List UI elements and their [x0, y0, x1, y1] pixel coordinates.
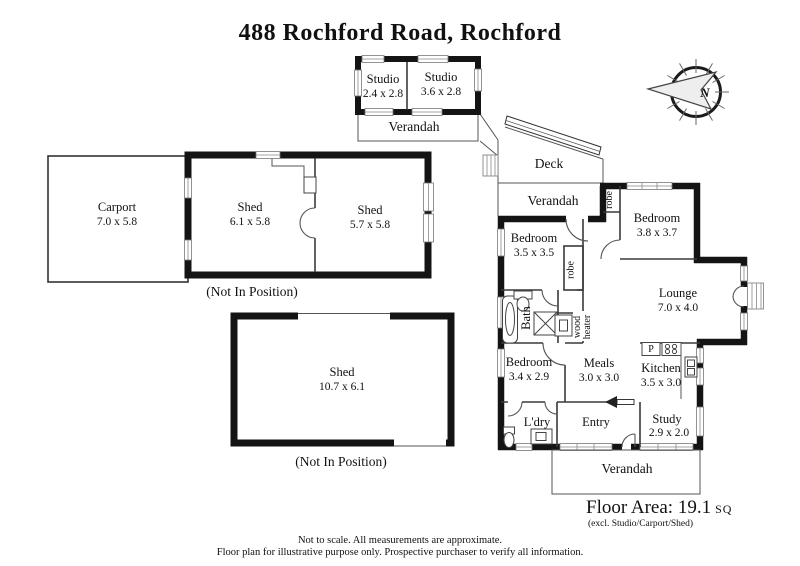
- studio2-dims: 3.6 x 2.8: [421, 86, 462, 98]
- studio2-label: Studio: [425, 70, 458, 84]
- kitchen-label: Kitchen: [641, 361, 681, 375]
- not-in-position-1: (Not In Position): [206, 284, 298, 299]
- studio-verandah-label: Verandah: [389, 119, 440, 134]
- floor-area-note: (excl. Studio/Carport/Shed): [588, 519, 694, 529]
- bath-label: Bath: [519, 305, 533, 329]
- disclaimer-line-2: Floor plan for illustrative purpose only…: [216, 547, 584, 558]
- disclaimer-line-1: Not to scale. All measurements are appro…: [297, 535, 503, 546]
- shed1-dims: 6.1 x 5.8: [230, 216, 271, 228]
- door-arc: [600, 239, 621, 260]
- top-verandah-label: Verandah: [528, 193, 579, 208]
- door-arc: [541, 289, 559, 307]
- pantry-label: P: [648, 344, 654, 355]
- laundry-fixtures: [503, 426, 553, 448]
- study-label: Study: [652, 412, 682, 426]
- bedroom3-dims: 3.4 x 2.9: [509, 371, 550, 383]
- carport-dims: 7.0 x 5.8: [97, 216, 138, 228]
- meals-dims: 3.0 x 3.0: [579, 372, 620, 384]
- not-in-position-2: (Not In Position): [295, 454, 387, 469]
- floor-area-value: Floor Area: 19.1: [586, 497, 712, 518]
- carport-outline: [47, 155, 189, 283]
- robe-closet: [563, 245, 584, 291]
- french-door-arc: [732, 295, 745, 308]
- door-arc: [542, 342, 566, 366]
- floor-area-unit: SQ: [715, 502, 733, 516]
- bedroom1-dims: 3.8 x 3.7: [637, 227, 678, 239]
- laundry-label: L'dry: [524, 415, 551, 429]
- studio-outline: [354, 55, 482, 116]
- bedroom2-dims: 3.5 x 3.5: [514, 247, 555, 259]
- shed2-dims: 5.7 x 5.8: [350, 219, 391, 231]
- pantry-box: [641, 342, 661, 356]
- bath-fixtures: [502, 290, 573, 344]
- entry-arrow-icon: [605, 396, 635, 408]
- bedroom2-label: Bedroom: [511, 231, 558, 245]
- page-title: 488 Rochford Road, Rochford: [238, 20, 562, 46]
- shed-door-arc: [299, 222, 316, 239]
- robe-top-label: robe: [604, 191, 615, 209]
- deck-outline: [482, 115, 604, 216]
- deck-stairs: [482, 154, 499, 177]
- big-shed-outline: [230, 312, 455, 447]
- entry-label: Entry: [582, 415, 611, 429]
- house-walls: [497, 182, 748, 451]
- studio1-label: Studio: [367, 72, 400, 86]
- deck-railing: [504, 115, 602, 156]
- shed-jamb: [303, 176, 317, 194]
- shed-windows: [184, 151, 434, 261]
- bottom-verandah-outline: [551, 449, 701, 495]
- shed-door-arc: [299, 207, 316, 224]
- bedroom3-label: Bedroom: [506, 355, 553, 369]
- door-arcs: [507, 218, 745, 448]
- door-arc: [565, 218, 589, 242]
- wood-heater-label-1: wood: [572, 316, 583, 338]
- french-door-steps: [747, 282, 764, 310]
- shed3-label: Shed: [330, 365, 356, 379]
- north-compass-icon: N: [645, 59, 729, 125]
- bottom-verandah-label: Verandah: [602, 461, 653, 476]
- house-interior-walls: [501, 186, 700, 447]
- studio1-dims: 2.4 x 2.8: [363, 88, 404, 100]
- studio-windows: [354, 55, 482, 116]
- lounge-label: Lounge: [659, 286, 698, 300]
- deck-label: Deck: [535, 156, 564, 171]
- door-arc: [507, 401, 523, 417]
- shed2-label: Shed: [358, 203, 384, 217]
- door-arc: [544, 401, 558, 415]
- carport-label: Carport: [98, 200, 137, 214]
- room-labels: Studio 2.4 x 2.8 Studio 3.6 x 2.8 Verand…: [97, 70, 699, 476]
- front-door-arc: [621, 433, 636, 448]
- bedroom1-label: Bedroom: [634, 211, 681, 225]
- house-windows: [497, 182, 748, 451]
- kitchen-fixtures: [641, 342, 698, 399]
- wood-heater-label-2: heater: [582, 314, 593, 339]
- kitchen-dims: 3.5 x 3.0: [641, 377, 682, 389]
- french-door-arc: [732, 285, 745, 298]
- floor-area-line: Floor Area: 19.1 SQ: [586, 497, 732, 519]
- shed1-label: Shed: [238, 200, 264, 214]
- compass-north-label: N: [699, 85, 710, 100]
- shed-building-outline: [184, 151, 434, 279]
- study-dims: 2.9 x 2.0: [649, 427, 690, 439]
- lounge-dims: 7.0 x 4.0: [658, 302, 699, 314]
- meals-label: Meals: [584, 356, 615, 370]
- robe-mid-label: robe: [566, 261, 577, 279]
- floor-area-block: Floor Area: 19.1 SQ (excl. Studio/Carpor…: [586, 497, 732, 529]
- shed3-dims: 10.7 x 6.1: [319, 381, 365, 393]
- stove-icon: [661, 342, 682, 356]
